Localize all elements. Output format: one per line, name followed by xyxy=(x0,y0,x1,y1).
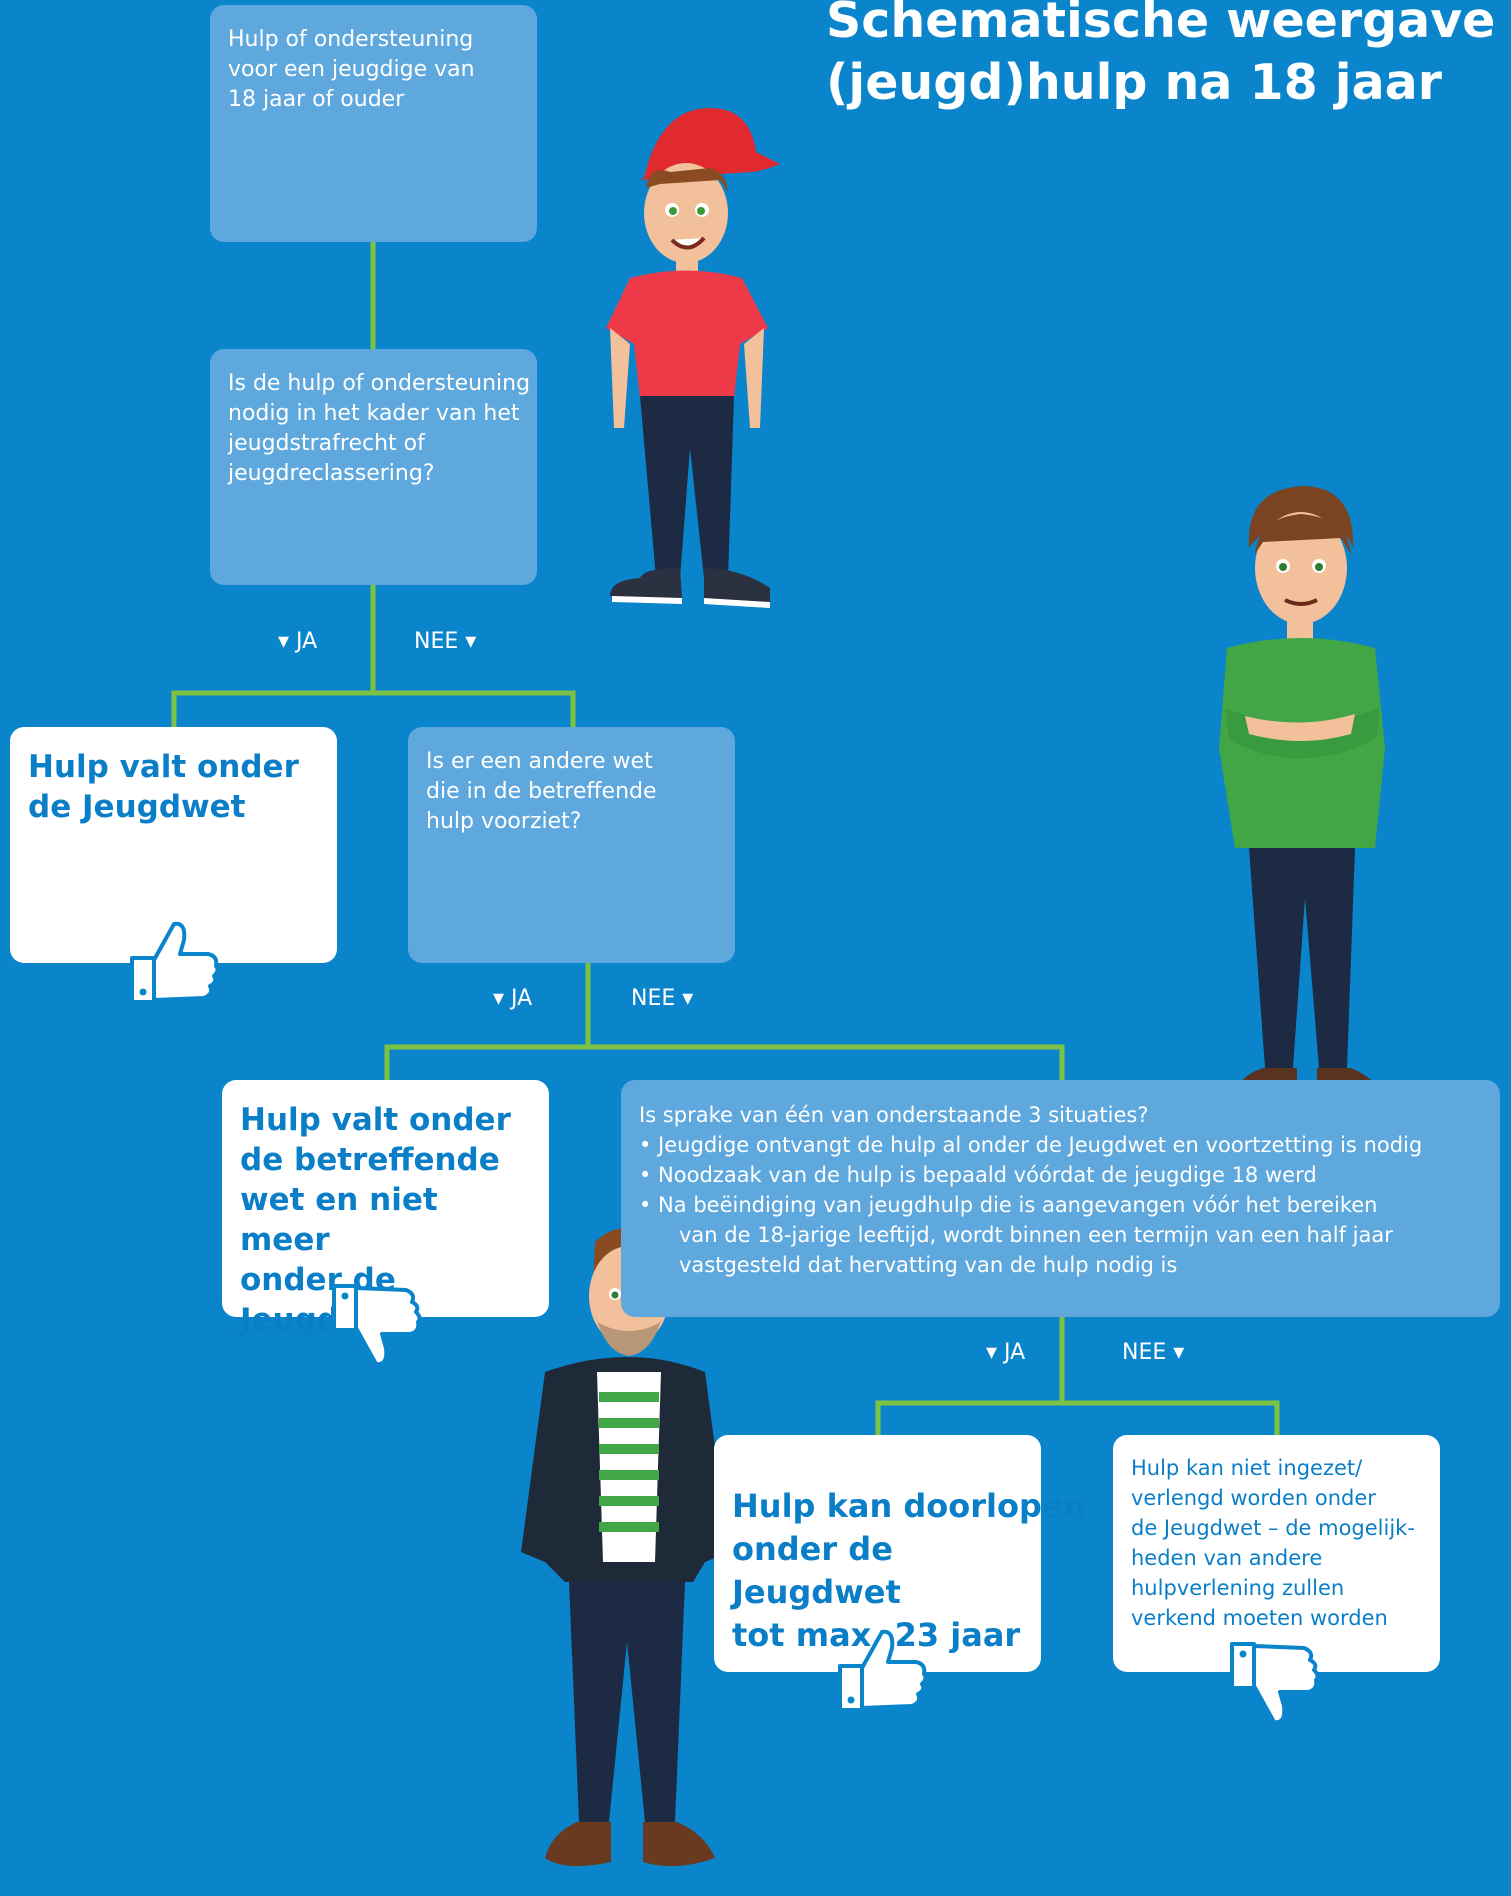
arrow-down-icon: ▾ xyxy=(278,629,290,654)
node-question-jeugdstrafrecht: Is de hulp of ondersteuning nodig in het… xyxy=(210,349,537,585)
node-q2-line-1: Is er een andere wet xyxy=(426,749,653,774)
branch-ja-text: JA xyxy=(511,986,533,1011)
node-q2-line-3: hulp voorziet? xyxy=(426,809,582,834)
illustration-man-green-shirt xyxy=(1219,486,1385,1102)
node-result-niet-line-4: heden van andere xyxy=(1131,1546,1323,1570)
node-result-niet-line-5: hulpverlening zullen xyxy=(1131,1576,1345,1600)
node-question-situaties: Is sprake van één van onderstaande 3 sit… xyxy=(621,1080,1500,1317)
branch-label-q2-ja: ▾ JA xyxy=(493,986,532,1012)
thumbs-up-icon xyxy=(130,921,220,1004)
node-q3-bullet-2: • Noodzaak van de hulp is bepaald vóórda… xyxy=(639,1163,1317,1187)
branch-label-q1-nee: NEE ▾ xyxy=(414,629,476,655)
node-result-jeugdwet-line-1: Hulp valt onder xyxy=(28,749,299,785)
arrow-down-icon: ▾ xyxy=(986,1340,998,1365)
title-line-2: (jeugd)hulp na 18 jaar xyxy=(826,54,1442,111)
branch-label-q3-nee: NEE ▾ xyxy=(1122,1340,1184,1366)
connector-q2-nee xyxy=(588,1044,1065,1080)
node-q1-line-4: jeugdreclassering? xyxy=(228,461,435,486)
branch-ja-text: JA xyxy=(296,629,318,654)
node-q3-bullet-1: • Jeugdige ontvangt de hulp al onder de … xyxy=(639,1133,1423,1157)
thumbs-down-icon xyxy=(1230,1642,1320,1725)
node-result-niet-line-3: de Jeugdwet – de mogelijk- xyxy=(1131,1516,1415,1540)
connector-q1-ja xyxy=(171,585,376,727)
node-q2-line-2: die in de betreffende xyxy=(426,779,657,804)
node-result-niet-line-2: verlengd worden onder xyxy=(1131,1486,1376,1510)
branch-nee-text: NEE xyxy=(414,629,459,654)
node-result-andere-wet: Hulp valt onder de betreffende wet en ni… xyxy=(222,1080,549,1338)
node-result-doorlopen-line-1: Hulp kan doorlopen xyxy=(732,1487,1087,1525)
node-result-andere-wet-line-3: wet en niet meer xyxy=(240,1182,438,1258)
node-start-line-1: Hulp of ondersteuning xyxy=(228,27,474,52)
node-result-doorlopen: Hulp kan doorlopen onder de Jeugdwet tot… xyxy=(714,1435,1087,1672)
node-result-andere-wet-line-2: de betreffende xyxy=(240,1142,500,1178)
node-result-doorlopen-line-2: onder de Jeugdwet xyxy=(732,1530,901,1611)
arrow-down-icon: ▾ xyxy=(493,986,505,1011)
node-start: Hulp of ondersteuning voor een jeugdige … xyxy=(210,5,537,242)
title-line-1: Schematische weergave xyxy=(826,0,1496,49)
thumbs-down-icon xyxy=(332,1284,422,1367)
branch-label-q2-nee: NEE ▾ xyxy=(631,986,693,1012)
connector-q1-nee xyxy=(373,690,576,727)
node-start-line-3: 18 jaar of ouder xyxy=(228,87,405,112)
node-q1-line-2: nodig in het kader van het xyxy=(228,401,520,426)
node-question-andere-wet: Is er een andere wet die in de betreffen… xyxy=(408,727,735,963)
node-q3-continuation-1: van de 18-jarige leeftijd, wordt binnen … xyxy=(679,1223,1393,1247)
node-result-andere-wet-line-1: Hulp valt onder xyxy=(240,1102,511,1138)
connector-q3-ja xyxy=(875,1317,1065,1435)
node-result-jeugdwet-line-2: de Jeugdwet xyxy=(28,789,246,825)
node-result-niet-line-1: Hulp kan niet ingezet/ xyxy=(1131,1456,1363,1480)
branch-label-q1-ja: ▾ JA xyxy=(278,629,317,655)
connector-q2-ja xyxy=(384,963,591,1080)
node-q1-line-1: Is de hulp of ondersteuning xyxy=(228,371,531,396)
arrow-down-icon: ▾ xyxy=(1173,1340,1185,1365)
arrow-down-icon: ▾ xyxy=(682,986,694,1011)
thumbs-up-icon xyxy=(838,1629,928,1712)
node-q3-intro: Is sprake van één van onderstaande 3 sit… xyxy=(639,1103,1149,1127)
branch-nee-text: NEE xyxy=(631,986,676,1011)
branch-ja-text: JA xyxy=(1004,1340,1026,1365)
arrow-down-icon: ▾ xyxy=(465,629,477,654)
branch-nee-text: NEE xyxy=(1122,1340,1167,1365)
node-q1-line-3: jeugdstrafrecht of xyxy=(228,431,425,456)
node-result-niet-jeugdwet: Hulp kan niet ingezet/ verlengd worden o… xyxy=(1113,1435,1440,1672)
node-result-niet-line-6: verkend moeten worden xyxy=(1131,1606,1388,1630)
illustration-bearded-man-jacket xyxy=(521,1227,729,1867)
node-q3-continuation-2: vastgesteld dat hervatting van de hulp n… xyxy=(679,1253,1178,1277)
node-q3-bullet-3: • Na beëindiging van jeugdhulp die is aa… xyxy=(639,1193,1378,1217)
illustration-boy-red-cap xyxy=(606,108,780,608)
page-title: Schematische weergave (jeugd)hulp na 18 … xyxy=(826,0,1511,114)
branch-label-q3-ja: ▾ JA xyxy=(986,1340,1025,1366)
connector-q3-nee xyxy=(1062,1400,1280,1435)
node-start-line-2: voor een jeugdige van xyxy=(228,57,475,82)
